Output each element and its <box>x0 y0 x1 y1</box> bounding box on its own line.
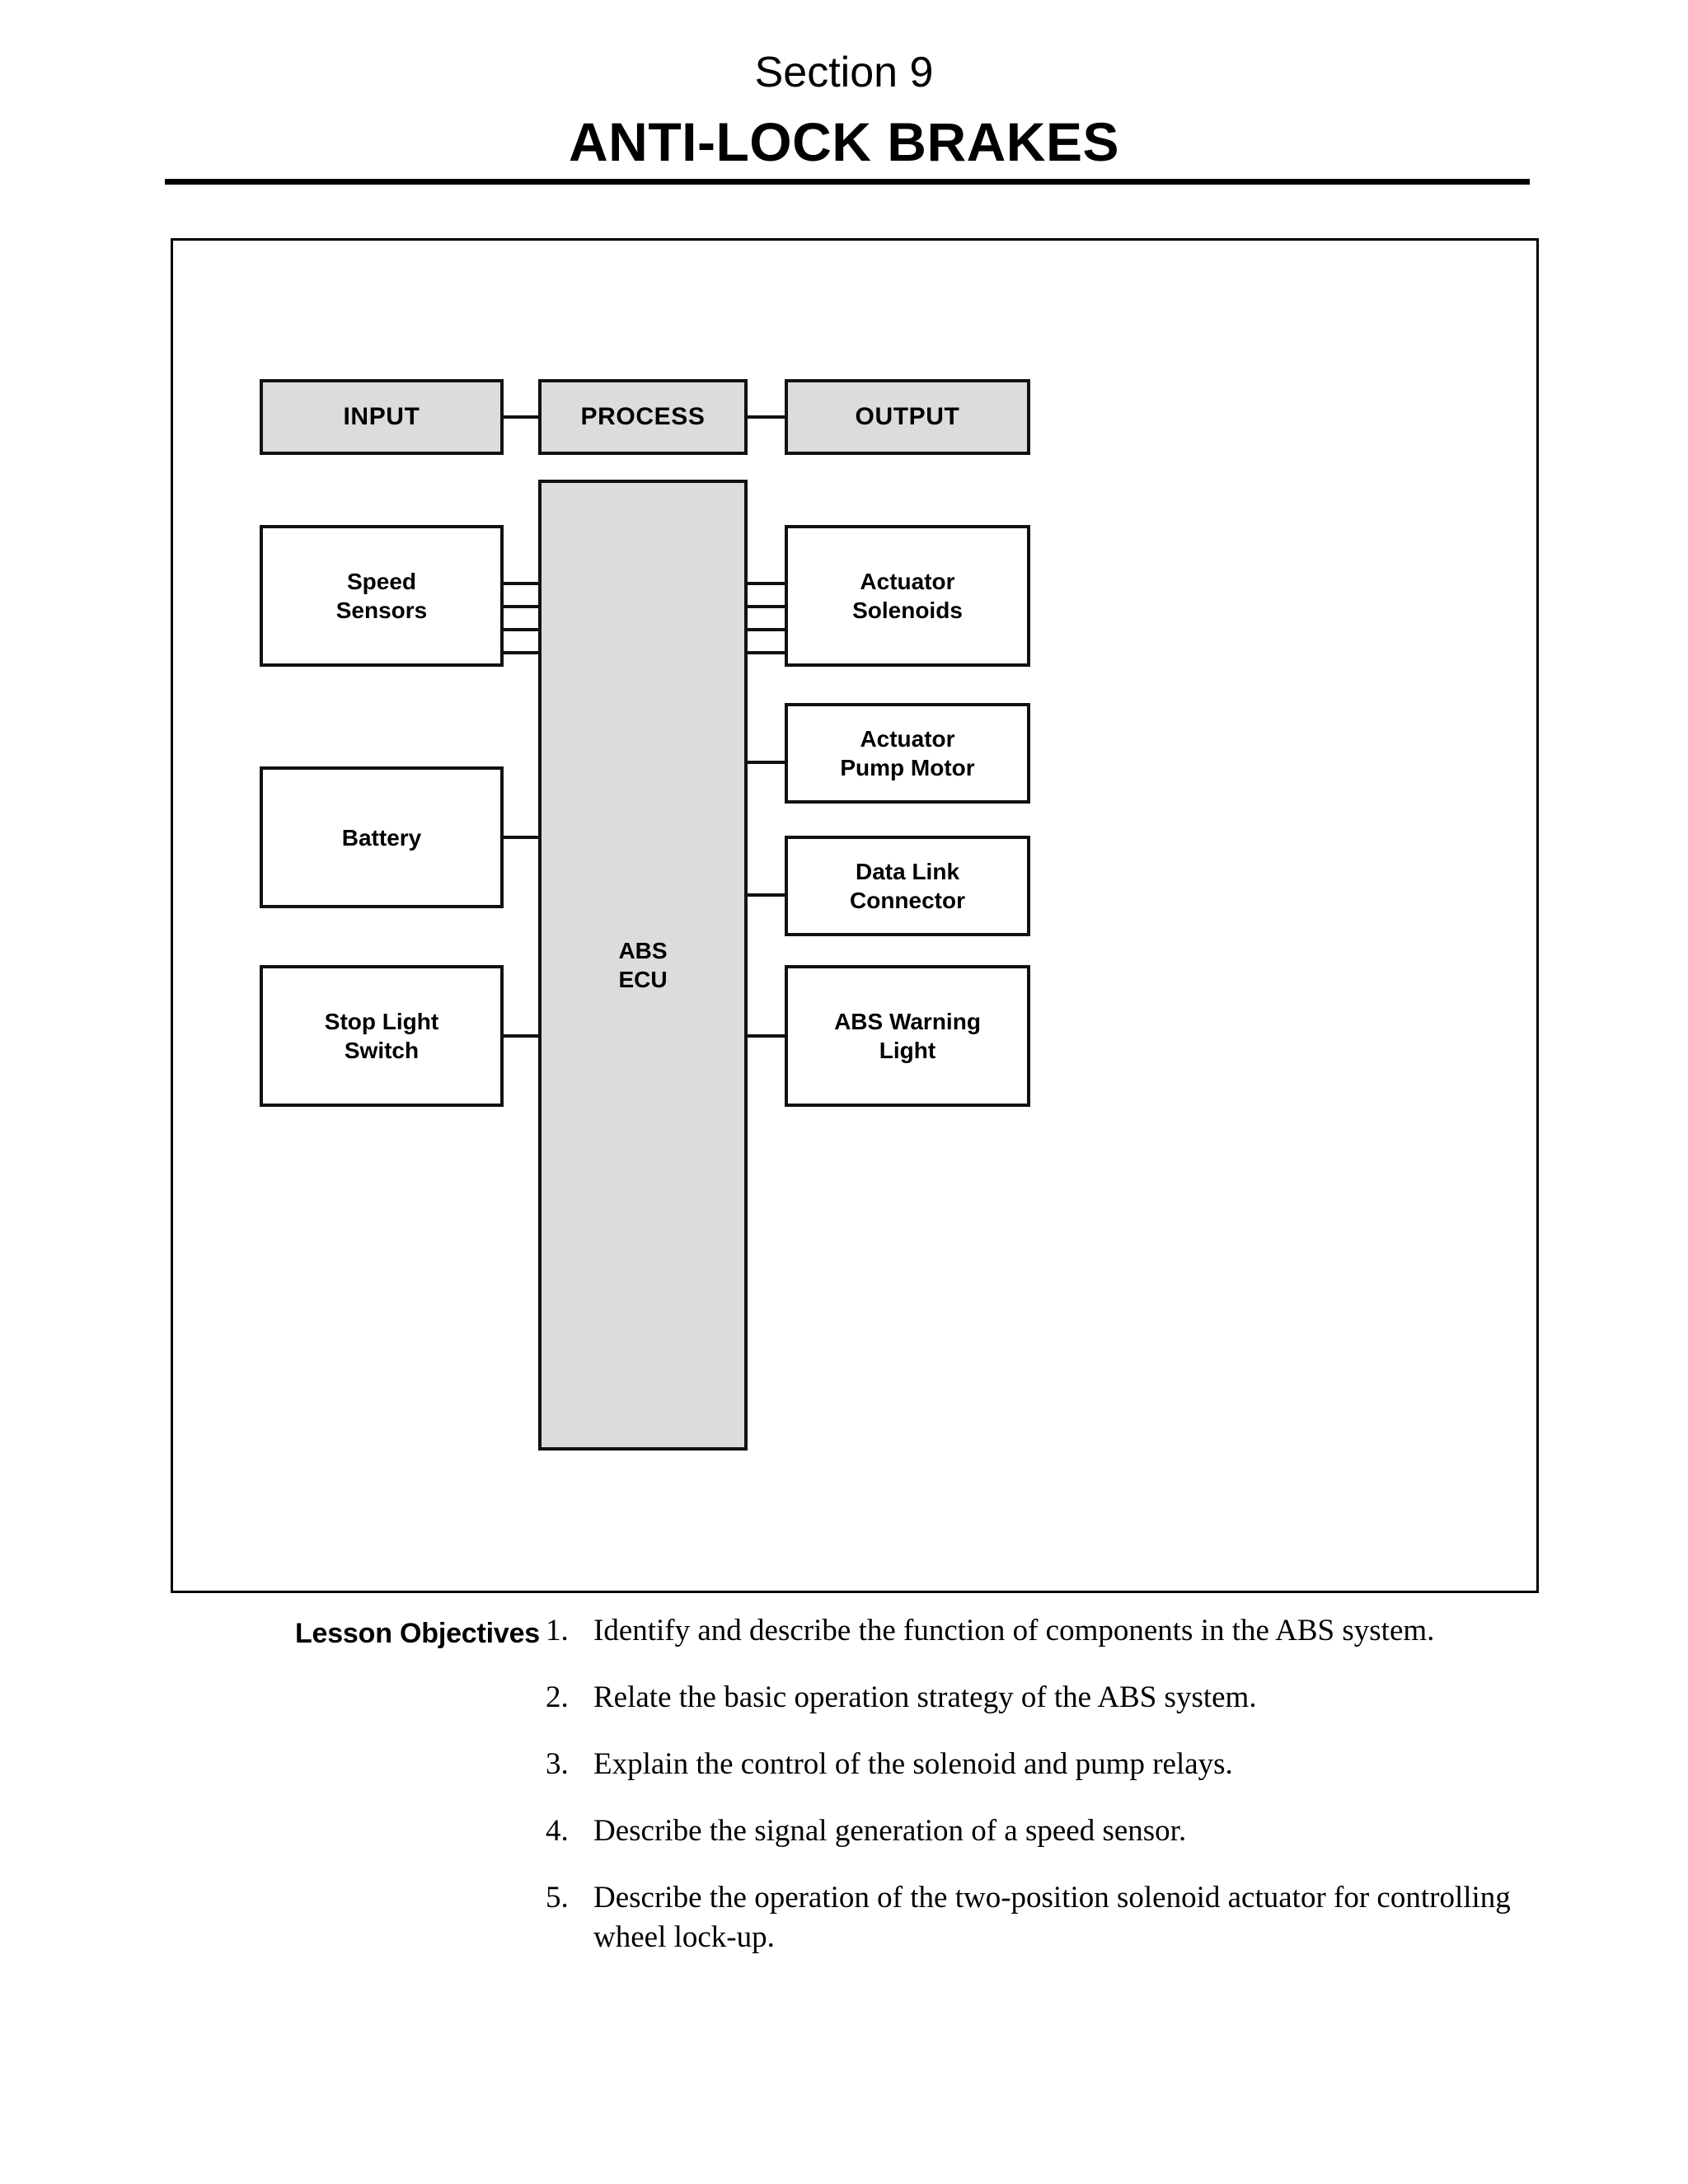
node-abs-ecu-label-line1: ABS <box>618 938 668 963</box>
page-header: Section 9 ANTI-LOCK BRAKES <box>0 0 1688 198</box>
wire-speed-sensor-1 <box>501 582 542 585</box>
wire-solenoid-3 <box>745 628 788 631</box>
banner-output-label: OUTPUT <box>855 403 960 431</box>
wire-solenoid-1 <box>745 582 788 585</box>
wire-warning-light-to-ecu <box>745 1034 788 1038</box>
node-battery: Battery <box>260 766 504 908</box>
node-actuator-pump-motor: Actuator Pump Motor <box>785 703 1030 804</box>
list-item: 4. Describe the signal generation of a s… <box>546 1811 1535 1851</box>
node-actuator-pump-motor-label-line1: Actuator <box>860 726 955 752</box>
objective-number: 1. <box>546 1614 569 1647</box>
wire-solenoid-4 <box>745 651 788 654</box>
node-data-link-connector-label-line2: Connector <box>850 888 965 913</box>
node-actuator-solenoids-label-line2: Solenoids <box>852 598 963 623</box>
wire-pump-motor-to-ecu <box>745 761 788 764</box>
banner-output: OUTPUT <box>785 379 1030 455</box>
wire-input-to-process <box>501 415 542 419</box>
node-abs-ecu: ABS ECU <box>538 480 748 1451</box>
list-item: 2. Relate the basic operation strategy o… <box>546 1678 1535 1718</box>
lesson-objectives-list: 1. Identify and describe the function of… <box>546 1611 1535 1985</box>
header-divider-rule <box>165 179 1530 185</box>
banner-input: INPUT <box>260 379 504 455</box>
wire-battery-to-ecu <box>501 836 542 839</box>
node-stop-light-switch-label-line1: Stop Light <box>324 1009 439 1034</box>
objective-text: Explain the control of the solenoid and … <box>593 1747 1233 1782</box>
objective-number: 2. <box>546 1680 569 1715</box>
node-speed-sensors-label-line2: Sensors <box>335 598 428 623</box>
list-item: 1. Identify and describe the function of… <box>546 1611 1535 1651</box>
wire-speed-sensor-2 <box>501 605 542 608</box>
objective-text: Identify and describe the function of co… <box>593 1614 1435 1647</box>
node-actuator-solenoids-label-line1: Actuator <box>860 569 955 594</box>
lesson-objectives-heading: Lesson Objectives <box>294 1618 540 1649</box>
list-item: 3. Explain the control of the solenoid a… <box>546 1745 1535 1784</box>
node-speed-sensors: Speed Sensors <box>260 525 504 667</box>
node-speed-sensors-label-line1: Speed <box>346 569 417 594</box>
node-abs-ecu-label-line2: ECU <box>618 967 668 992</box>
banner-input-label: INPUT <box>343 403 420 431</box>
wire-solenoid-2 <box>745 605 788 608</box>
node-actuator-solenoids: Actuator Solenoids <box>785 525 1030 667</box>
node-abs-warning-light-label-line2: Light <box>879 1038 936 1063</box>
node-data-link-connector: Data Link Connector <box>785 836 1030 936</box>
list-item: 5. Describe the operation of the two-pos… <box>546 1878 1535 1957</box>
abs-block-diagram: INPUT PROCESS OUTPUT ABS ECU Speed Senso… <box>173 241 1536 1591</box>
node-battery-label: Battery <box>341 824 422 851</box>
node-stop-light-switch: Stop Light Switch <box>260 965 504 1107</box>
wire-process-to-output <box>745 415 788 419</box>
objective-number: 4. <box>546 1814 569 1849</box>
section-label: Section 9 <box>754 49 934 96</box>
banner-process: PROCESS <box>538 379 748 455</box>
node-actuator-pump-motor-label-line2: Pump Motor <box>840 755 975 780</box>
objective-text: Describe the operation of the two-positi… <box>593 1881 1511 1955</box>
objective-number: 3. <box>546 1747 569 1782</box>
objective-text: Describe the signal generation of a spee… <box>593 1814 1187 1849</box>
figure-frame: INPUT PROCESS OUTPUT ABS ECU Speed Senso… <box>171 238 1539 1593</box>
node-abs-warning-light-label-line1: ABS Warning <box>834 1009 981 1034</box>
wire-speed-sensor-4 <box>501 651 542 654</box>
objective-text: Relate the basic operation strategy of t… <box>593 1680 1257 1715</box>
objective-number: 5. <box>546 1881 569 1915</box>
page-title: ANTI-LOCK BRAKES <box>569 111 1119 172</box>
wire-stop-light-to-ecu <box>501 1034 542 1038</box>
node-abs-warning-light: ABS Warning Light <box>785 965 1030 1107</box>
banner-process-label: PROCESS <box>580 403 706 431</box>
wire-data-link-to-ecu <box>745 893 788 897</box>
node-data-link-connector-label-line1: Data Link <box>855 859 960 884</box>
wire-speed-sensor-3 <box>501 628 542 631</box>
node-stop-light-switch-label-line2: Switch <box>344 1038 420 1063</box>
